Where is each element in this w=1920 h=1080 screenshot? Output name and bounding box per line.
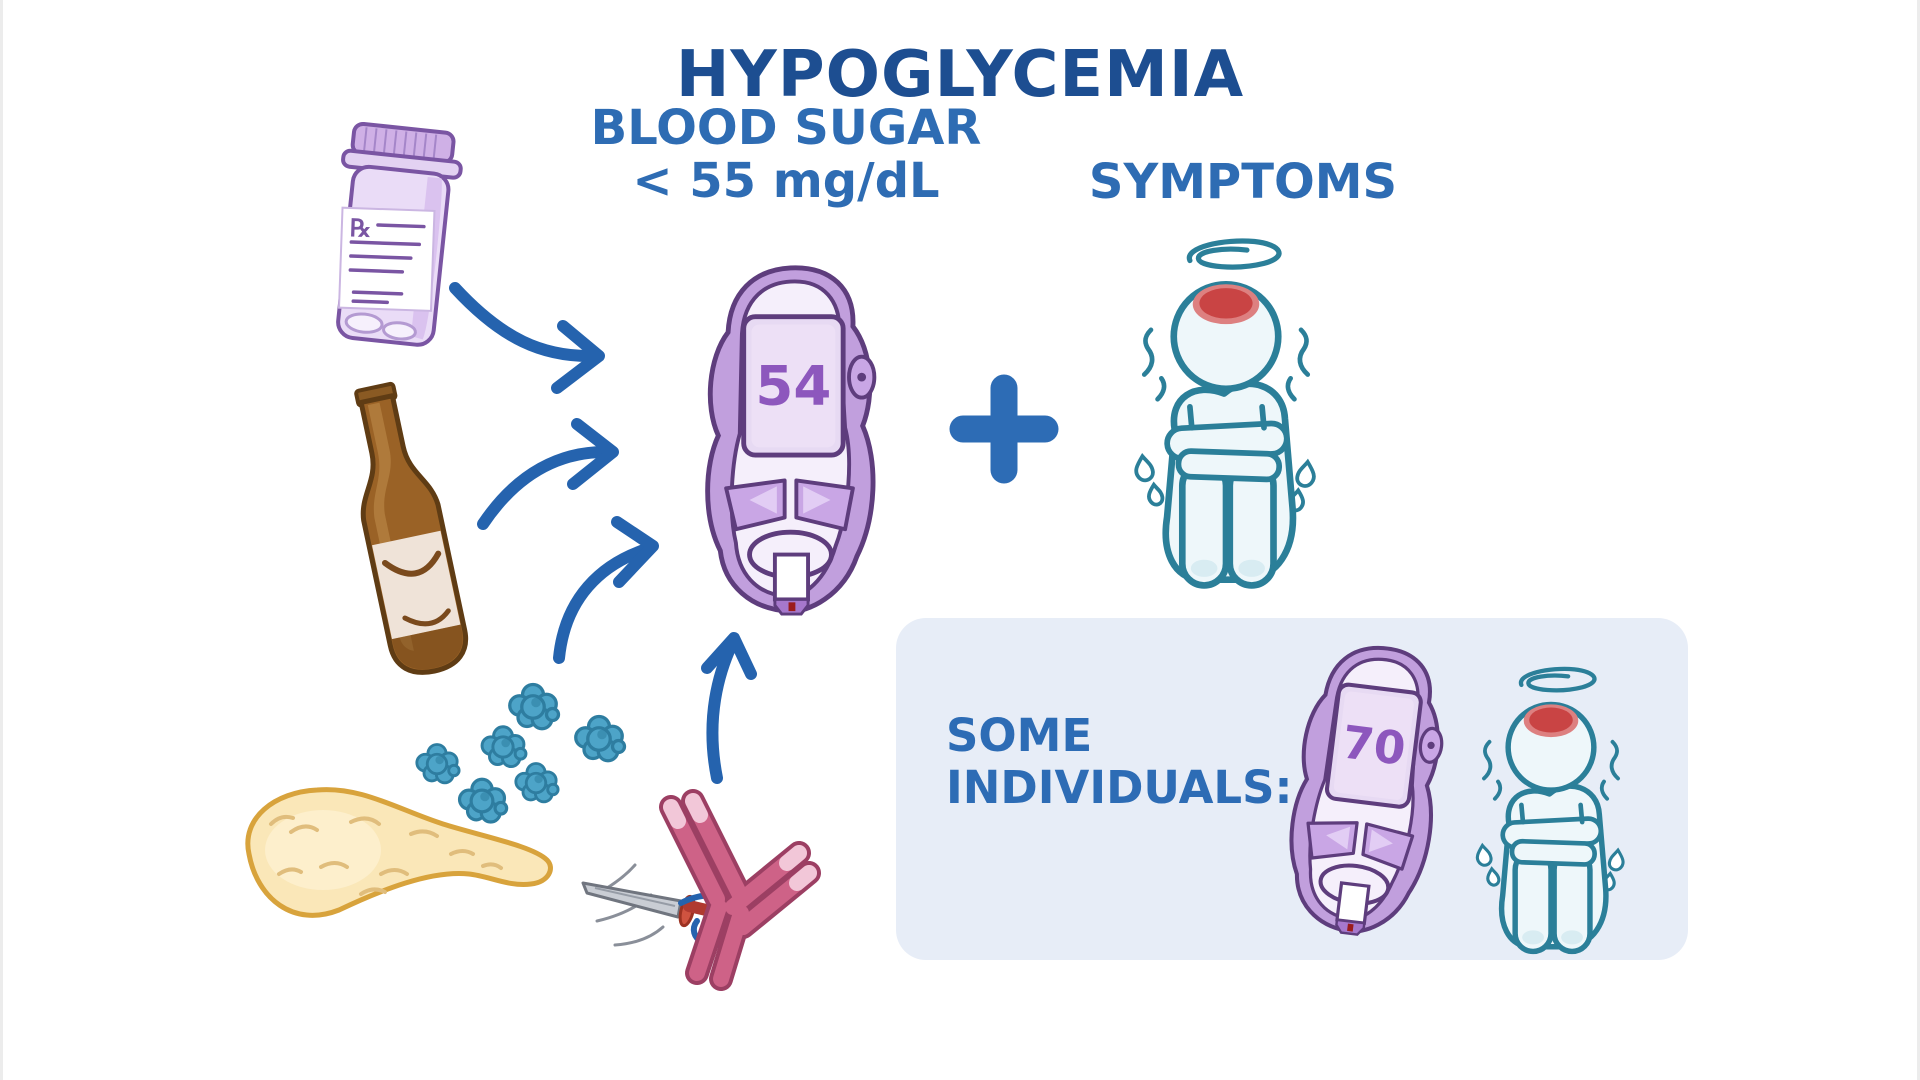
symptoms-heading: SYMPTOMS	[1088, 154, 1398, 210]
cause-arrows	[449, 282, 757, 784]
glucose-reading-main: 54	[755, 353, 831, 417]
arrow-from-pill-bottle	[449, 282, 595, 362]
pancreas-icon	[245, 787, 553, 918]
shivering-person-icon	[1131, 230, 1321, 596]
definition-line1: BLOOD SUGAR	[590, 100, 982, 156]
glucose-reading-small: 70	[1339, 715, 1408, 775]
panel-label: SOME INDIVIDUALS:	[946, 709, 1293, 815]
beer-bottle-icon	[354, 381, 469, 675]
arrow-from-antibody	[706, 638, 738, 784]
arrow-from-beer-bottle	[477, 446, 611, 530]
rx-symbol: ℞	[349, 213, 372, 243]
glucose-meter-main: 54	[693, 262, 888, 618]
panel-label-line2: INDIVIDUALS:	[946, 761, 1293, 815]
prescription-bottle-icon: ℞	[336, 121, 463, 347]
definition-line2: < 55 mg/dL	[632, 152, 940, 209]
arrow-from-insulin	[553, 543, 653, 664]
panel-label-line1: SOME	[946, 709, 1093, 762]
page-title: HYPOGLYCEMIA	[675, 38, 1245, 112]
glucose-meter-small: 70	[1268, 633, 1465, 947]
plus-icon	[949, 374, 1059, 484]
shivering-person-small-icon	[1473, 660, 1629, 960]
blood-sugar-definition: BLOOD SUGAR < 55 mg/dL	[536, 102, 1036, 208]
insulin-autoantibody-icon	[581, 789, 821, 991]
